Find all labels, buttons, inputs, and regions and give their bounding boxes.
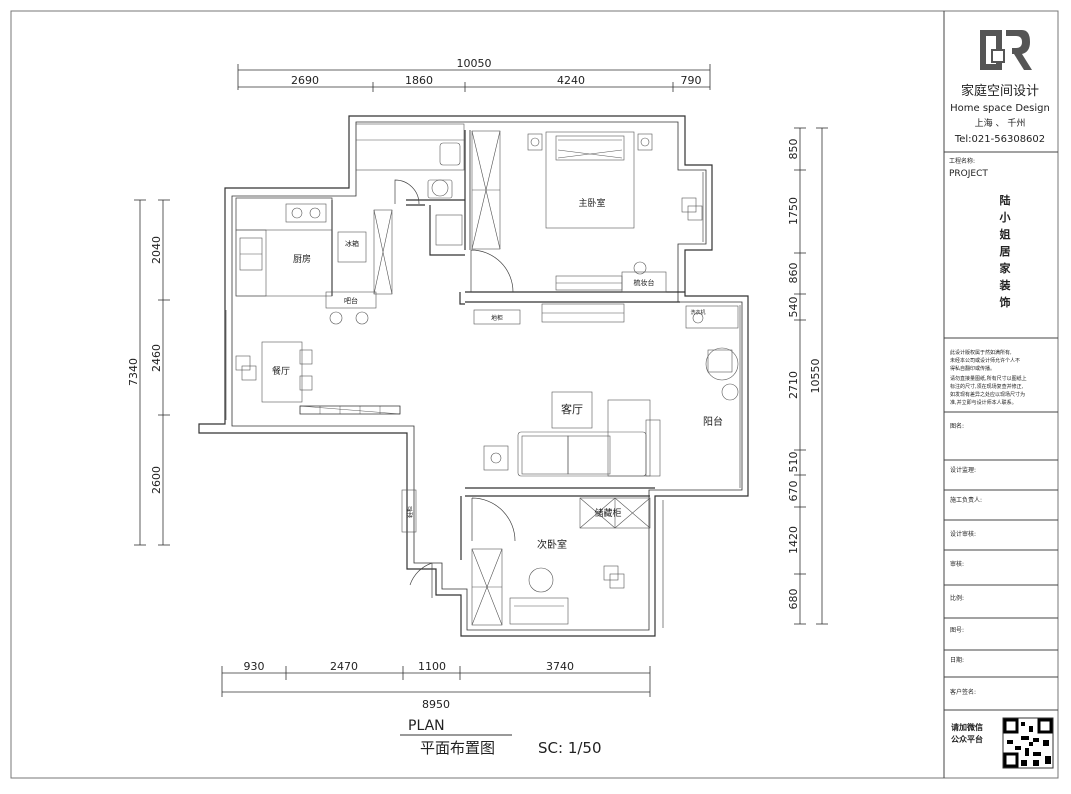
label-washer: 洗衣机 [690, 309, 705, 316]
company-cities: 上海 、 千州 [975, 117, 1026, 129]
room-labels: 主卧室 厨房 冰箱 吧台 餐厅 客厅 阳台 次卧室 储藏柜 梳妆台 地柜 鞋柜 … [272, 197, 723, 551]
project-name-char: 装 [999, 278, 1011, 292]
right-dim: 1750 [787, 197, 800, 225]
project-name-char: 小 [999, 210, 1011, 224]
label-balcony: 阳台 [703, 415, 723, 428]
label-vanity: 梳妆台 [634, 278, 655, 287]
top-dim: 4240 [557, 74, 585, 87]
field-label: 图名: [950, 422, 964, 430]
sofa [517, 431, 647, 477]
qr-caption-2: 公众平台 [951, 734, 983, 744]
right-total-dim: 10550 [809, 359, 822, 394]
right-dim: 680 [787, 589, 800, 610]
company-name-cn: 家庭空间设计 [961, 83, 1039, 99]
field-label: 施工负责人: [950, 496, 982, 504]
bottom-total-dim: 8950 [422, 698, 450, 711]
right-dim: 1420 [787, 526, 800, 554]
doors [394, 179, 516, 598]
label-shoe-cabinet: 鞋柜 [406, 506, 414, 518]
project-name-char: 家 [1000, 261, 1012, 275]
project-label-en: PROJECT [949, 169, 988, 179]
top-dim: 1860 [405, 74, 433, 87]
notice-line: 未经本公司或设计师允许个人不 [950, 357, 1020, 364]
top-dim: 2690 [291, 74, 319, 87]
notice-line: 标注的尺寸,须在现场复查并修正, [950, 383, 1024, 390]
left-dim: 2600 [150, 466, 163, 494]
copyright-notice: 此设计版权属于然如满所有, 未经本公司或设计师允许个人不 得私自翻印或传播。 请… [950, 349, 1027, 406]
top-dim: 790 [681, 74, 702, 87]
title-block: 家庭空间设计 Home space Design 上海 、 千州 Tel:021… [944, 30, 1058, 769]
label-kitchen: 厨房 [293, 253, 311, 265]
qr-code-icon [1002, 717, 1054, 769]
project-name-char: 居 [1000, 245, 1011, 258]
master-bed [545, 131, 635, 229]
field-label: 图号: [950, 627, 964, 634]
plan-scale: SC: 1/50 [538, 739, 602, 757]
project-name: 陆 小 姐 居 家 装 饰 [999, 193, 1012, 309]
plan-title: PLAN 平面布置图 SC: 1/50 [400, 718, 602, 757]
left-dim: 2040 [150, 236, 163, 264]
project-name-char: 姐 [1000, 227, 1011, 241]
field-label: 设计审核: [950, 530, 976, 538]
project-name-char: 饰 [1000, 295, 1011, 309]
field-label: 审核: [950, 560, 964, 568]
qr-caption-1: 请加微信 [951, 722, 983, 732]
dimension-lines [134, 64, 828, 697]
field-label: 日期: [950, 656, 964, 664]
right-dim: 850 [787, 139, 800, 160]
dining-table [261, 341, 303, 403]
label-second-bedroom: 次卧室 [537, 538, 567, 551]
bottom-dim: 3740 [546, 660, 574, 673]
label-fridge: 冰箱 [345, 239, 359, 248]
right-dim: 2710 [787, 371, 800, 399]
label-storage-cabinet: 储藏柜 [594, 507, 621, 519]
notice-line: 请勿直接量图纸,所有尺寸以图纸上 [950, 375, 1027, 382]
title-block-fields: 图名: 设计监理: 施工负责人: 设计审核: 审核: 比例: 图号: 日期: 客… [950, 422, 982, 696]
company-name-en: Home space Design [950, 103, 1050, 114]
company-tel: Tel:021-56308602 [954, 134, 1045, 145]
plan-title-en: PLAN [408, 718, 445, 734]
notice-line: 得私自翻印或传播。 [950, 365, 995, 372]
top-total-dim: 10050 [457, 57, 492, 70]
sheet-border [10, 10, 1059, 779]
plan-title-cn: 平面布置图 [420, 739, 495, 757]
company-logo [980, 30, 1032, 70]
furniture [235, 123, 739, 626]
label-master-bedroom: 主卧室 [578, 197, 605, 209]
notice-line: 如发现有差异之处应以现场尺寸为 [950, 391, 1025, 398]
bottom-dim: 930 [244, 660, 265, 673]
label-dining: 餐厅 [272, 365, 290, 377]
left-dim: 2460 [150, 344, 163, 372]
label-bar: 吧台 [344, 296, 358, 305]
bottom-dim: 2470 [330, 660, 358, 673]
project-label-cn: 工程名称: [949, 157, 975, 165]
project-name-char: 陆 [1000, 193, 1011, 207]
notice-line: 此设计版权属于然如满所有, [950, 349, 1012, 356]
field-label: 比例: [950, 594, 964, 602]
notice-line: 准,并立即与设计师本人联系。 [950, 399, 1017, 406]
right-dim: 670 [787, 481, 800, 502]
label-tv-cabinet: 地柜 [491, 314, 503, 322]
bottom-dim: 1100 [418, 660, 446, 673]
field-label: 客户签名: [950, 688, 976, 696]
field-label: 设计监理: [950, 466, 976, 474]
label-living: 客厅 [561, 402, 583, 416]
right-dim: 540 [787, 297, 800, 318]
left-total-dim: 7340 [127, 358, 140, 386]
right-dim: 860 [787, 263, 800, 284]
dimension-labels: 10050 2690 1860 4240 790 930 2470 1100 3… [127, 57, 822, 711]
right-dim: 510 [787, 452, 800, 473]
